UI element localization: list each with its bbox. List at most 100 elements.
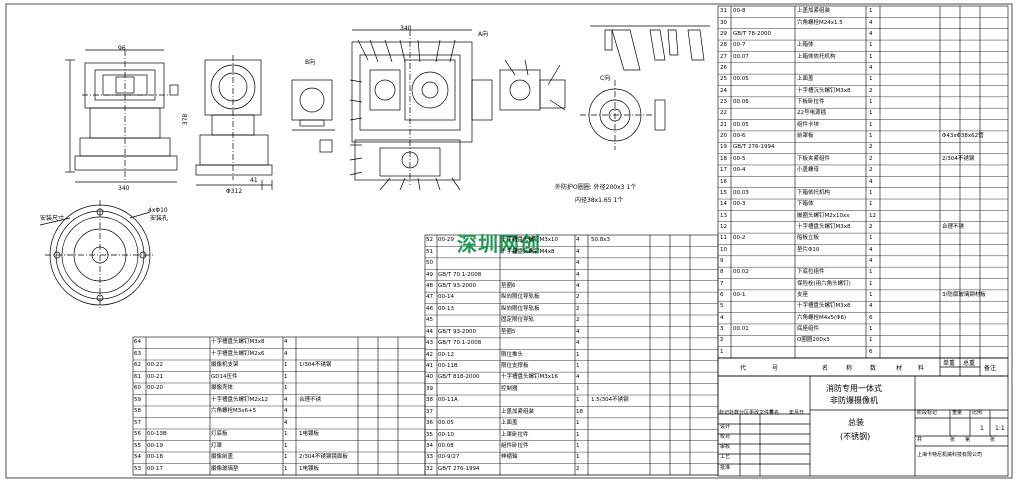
table-cell: 22	[720, 110, 727, 117]
table-cell: 4	[869, 64, 873, 71]
table-cell: 4	[869, 178, 873, 185]
title-field-label: 分区	[739, 410, 750, 416]
table-cell: GB/T 818-2000	[438, 374, 480, 381]
dim-41: 41	[250, 177, 258, 184]
dim-340: 340	[118, 185, 130, 192]
table-cell: 纵向限位导轨板	[501, 305, 540, 312]
table-cell: 下板卧拉件	[797, 99, 825, 106]
table-cell: 54	[134, 454, 141, 461]
table-cell: 组件卡块	[797, 121, 820, 128]
table-cell: 支座	[797, 292, 809, 299]
title-field-label: 签名	[769, 410, 780, 416]
table-cell: 4	[284, 408, 288, 415]
table-cell: 2	[869, 167, 873, 174]
table-cell: 1	[284, 431, 288, 438]
title-field-label: 设计	[720, 424, 731, 430]
table-cell: 19	[720, 144, 727, 151]
table-cell: 纵向限位导轨板	[501, 294, 540, 301]
table-cell: 1	[869, 76, 873, 83]
table-cell: 4	[576, 328, 580, 335]
table-cell: 4	[576, 271, 580, 278]
table-cell: GB/T 276-1994	[438, 465, 480, 472]
flange-view	[39, 200, 155, 310]
table-cell: 42	[426, 351, 433, 358]
table-cell: 00-20	[147, 385, 163, 392]
c-view	[580, 80, 666, 150]
table-cell: 2	[576, 317, 580, 324]
table-cell: 1	[869, 133, 873, 140]
table-cell: 00.02	[733, 269, 749, 276]
table-cell: 4	[869, 30, 873, 37]
table-cell: 00.05	[438, 420, 454, 427]
table-cell: 1	[576, 362, 580, 369]
table-cell: 63	[134, 350, 141, 357]
table-cell: 合理不锈	[942, 223, 965, 230]
table-cell: 六角螺栓M24x1.5	[797, 19, 843, 26]
table-cell: 30	[720, 19, 727, 26]
table-cell: GB/T 93-2000	[438, 282, 476, 289]
title-field-label: 工艺	[720, 454, 731, 460]
table-cell: 1	[576, 420, 580, 427]
table-cell: 1	[284, 373, 288, 380]
table-cell: 1	[576, 431, 580, 438]
table-cell: 00-13B	[147, 431, 167, 438]
table-cell: 11	[720, 235, 727, 242]
table-cell: 50	[426, 260, 433, 267]
dim-312: Φ312	[226, 188, 243, 195]
table-cell: 底座组件	[797, 326, 820, 333]
table-cell: 4	[576, 374, 580, 381]
title-field-label: 标记	[719, 410, 730, 416]
table-cell: 8	[720, 269, 724, 276]
table-cell: 4	[869, 303, 873, 310]
mount-size-note: 安装尺寸	[40, 215, 65, 222]
table-cell: 47	[426, 294, 433, 301]
table-cell: 28	[720, 42, 727, 49]
table-cell: 1	[869, 292, 873, 299]
table-cell: 22号电源插	[797, 110, 826, 117]
table-cell: 1	[720, 348, 724, 355]
table-cell: 00.08	[438, 442, 454, 449]
camera-parts	[590, 25, 710, 71]
header-qty: 数	[870, 365, 877, 372]
table-cell: 1	[869, 53, 873, 60]
dim-340-top: 340	[400, 25, 412, 32]
table-cell: 60	[134, 385, 141, 392]
table-cell: 十字槽盘头螺钉M3x8	[797, 223, 851, 230]
table-cell: 1	[869, 99, 873, 106]
table-cell: 十字槽盘头螺钉M3x16	[501, 374, 558, 381]
table-cell: 1	[869, 189, 873, 196]
table-cell: 00-14	[438, 294, 454, 301]
table-cell: 2/304不锈钢	[942, 155, 975, 162]
table-cell: 41	[426, 362, 433, 369]
table-cell: 38	[426, 397, 433, 404]
table-cell: 00-11A	[438, 397, 458, 404]
table-cell: 17	[720, 167, 727, 174]
table-cell: 1	[284, 385, 288, 392]
table-cell: Φ43xΦ38x62管	[942, 133, 984, 140]
table-cell: 十字槽盘头螺钉M2x12	[211, 396, 268, 403]
table-cell: 2	[576, 465, 580, 472]
table-cell: 20	[720, 133, 727, 140]
table-cell: 六角螺栓M4x5(Φ6)	[797, 314, 847, 321]
sheet-qty: 1	[980, 425, 984, 432]
table-cell: 16	[720, 178, 727, 185]
table-cell: 1	[284, 454, 288, 461]
table-cell: 6	[869, 314, 873, 321]
table-cell: 1电镀板	[299, 431, 319, 438]
table-cell: 下底拉组件	[797, 269, 825, 276]
table-cell: 組件卧拉件	[501, 442, 529, 449]
table-cell: 前罩板	[797, 133, 814, 140]
table-cell: 合理不锈	[299, 396, 322, 403]
table-cell: 00-6	[733, 133, 746, 140]
table-cell: 26	[720, 64, 727, 71]
table-cell: 1	[869, 8, 873, 15]
title-line-1: 消防专用一体式	[826, 384, 882, 393]
title-field-label: 重量	[952, 410, 963, 416]
table-cell: 十字槽盘头螺钉M3x8	[797, 303, 851, 310]
table-cell: 53	[134, 465, 141, 472]
table-cell: 00-18	[147, 454, 163, 461]
view-a-label: A向	[478, 31, 489, 38]
title-field-label: 阶段标记	[917, 410, 938, 416]
table-cell: 4	[576, 260, 580, 267]
